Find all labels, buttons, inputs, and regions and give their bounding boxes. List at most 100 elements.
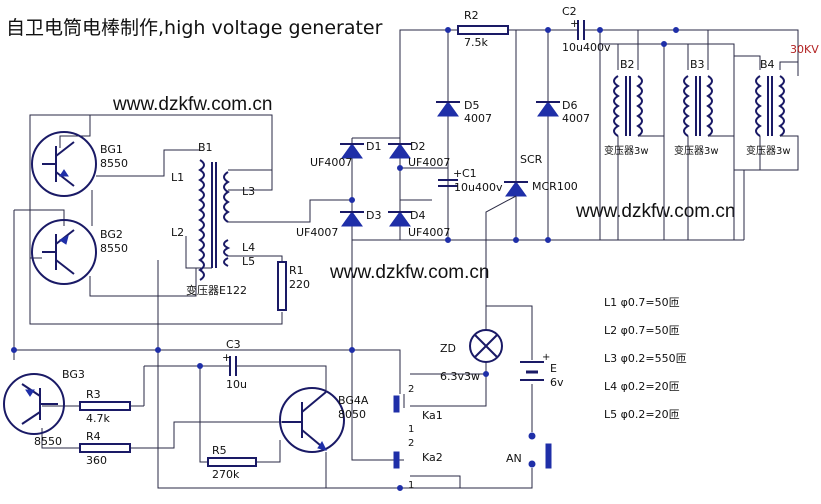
scr-mcr100: SCR MCR100	[485, 30, 578, 306]
diode-d5: D5 4007	[436, 99, 492, 125]
b1-caption: 变压器E122	[186, 283, 247, 297]
transistor-bg2: BG2 8550	[31, 219, 128, 285]
r3-value: 4.7k	[86, 412, 110, 425]
d5-type: 4007	[464, 112, 492, 125]
d2-type: UF4007	[408, 156, 450, 169]
b1-name: B1	[198, 141, 213, 154]
spec-l2: L2 φ0.7=50匝	[604, 324, 680, 337]
ka1-name: Ka1	[422, 409, 443, 422]
bg2-type: 8550	[100, 242, 128, 255]
ka1-pin-bottom: 1	[408, 424, 414, 435]
r5-name: R5	[212, 444, 227, 457]
transistor-bg1: BG1 8550	[31, 131, 128, 197]
battery-plus: +	[542, 352, 550, 363]
b1-l5: L5	[242, 255, 255, 268]
hv-transformer-b3: B3 变压器3w	[664, 29, 735, 240]
winding-spec-legend: L1 φ0.7=50匝 L2 φ0.7=50匝 L3 φ0.2=550匝 L4 …	[604, 296, 687, 421]
d6-name: D6	[562, 99, 577, 112]
r2-name: R2	[464, 9, 479, 22]
b2-name: B2	[620, 58, 635, 71]
c2-plus: +	[570, 17, 579, 30]
b1-l4: L4	[242, 241, 255, 254]
c1-name: C1	[462, 167, 477, 180]
b2-caption: 变压器3w	[604, 144, 649, 157]
c2-name: C2	[562, 5, 577, 18]
bg1-name: BG1	[100, 143, 123, 156]
transformer-b1: B1 L1 L2 L3 L4 L5 变压器E122	[171, 141, 255, 297]
r1-value: 220	[289, 278, 310, 291]
c1-value: 10u400v	[454, 181, 503, 194]
bridge-rectifier: D1 UF4007 D2 UF4007 D3 UF4007 D4 UF4007	[296, 29, 450, 356]
hv-transformer-b2: B2 变压器3w	[600, 30, 665, 240]
d4-name: D4	[410, 209, 425, 222]
relay-ka1: 2 1 Ka1	[393, 384, 443, 435]
output-voltage: 30KV	[790, 43, 819, 56]
ka2-pin-top: 2	[408, 438, 414, 449]
d5-name: D5	[464, 99, 479, 112]
d3-type: UF4007	[296, 226, 338, 239]
relay-ka2: 2 1 Ka2	[393, 438, 443, 491]
battery-name: E	[550, 362, 557, 375]
r3-name: R3	[86, 388, 101, 401]
ka2-name: Ka2	[422, 451, 443, 464]
watermark-1: www.dzkfw.com.cn	[112, 94, 272, 115]
b4-caption: 变压器3w	[746, 144, 791, 157]
resistor-r2: R2 7.5k	[448, 9, 578, 49]
ka2-pin-bottom: 1	[408, 480, 414, 491]
scr-type: MCR100	[532, 180, 578, 193]
capacitor-c2: + C2 10u400v	[562, 5, 676, 54]
d1-name: D1	[366, 140, 381, 153]
control-wiring	[14, 260, 533, 489]
d3-name: D3	[366, 209, 381, 222]
bg1-type: 8550	[100, 157, 128, 170]
b1-l3: L3	[242, 185, 255, 198]
resistor-r3: R3 4.7k	[79, 388, 131, 425]
diagram-title: 自卫电筒电棒制作,high voltage generater	[6, 17, 383, 39]
bg4-type: 8050	[338, 408, 366, 421]
d4-type: UF4007	[408, 226, 450, 239]
r1-name: R1	[289, 264, 304, 277]
capacitor-c3: + C3 10u	[222, 338, 247, 391]
battery-e: + E 6v	[520, 352, 564, 389]
scr-name: SCR	[520, 153, 543, 166]
zd-rating: 6.3v3w	[440, 370, 480, 383]
zd-name: ZD	[440, 342, 456, 355]
resistor-r5: R5 270k	[207, 444, 257, 481]
r4-value: 360	[86, 454, 107, 467]
d6-type: 4007	[562, 112, 590, 125]
bg3-name: BG3	[62, 368, 85, 381]
switch-an: AN	[506, 432, 552, 469]
resistor-r4: R4 360	[79, 430, 131, 467]
b3-name: B3	[690, 58, 705, 71]
watermark-3: www.dzkfw.com.cn	[329, 262, 489, 283]
transistor-bg4a: BG4A 8050	[279, 387, 369, 453]
battery-voltage: 6v	[550, 376, 564, 389]
an-label: AN	[506, 452, 522, 465]
c1-plus: +	[453, 167, 462, 180]
diode-d6: D6 4007	[536, 30, 590, 240]
hv-transformer-b4: B4 变压器3w 30KV	[708, 29, 819, 240]
d1-type: UF4007	[310, 156, 352, 169]
ka1-pin-top: 2	[408, 384, 414, 395]
capacitor-c1: + C1 10u400v	[438, 167, 503, 194]
r4-name: R4	[86, 430, 101, 443]
r5-value: 270k	[212, 468, 240, 481]
c3-value: 10u	[226, 378, 247, 391]
watermark-2: www.dzkfw.com.cn	[575, 201, 735, 222]
bg4-name: BG4A	[338, 394, 369, 407]
bg2-name: BG2	[100, 228, 123, 241]
r2-value: 7.5k	[464, 36, 488, 49]
resistor-r1: R1 220	[277, 261, 310, 311]
oscillator-section	[13, 114, 350, 360]
c3-name: C3	[226, 338, 241, 351]
b3-caption: 变压器3w	[674, 144, 719, 157]
junction-dots	[11, 27, 679, 491]
b4-name: B4	[760, 58, 775, 71]
spec-l5: L5 φ0.2=20匝	[604, 408, 680, 421]
spec-l1: L1 φ0.7=50匝	[604, 296, 680, 309]
lamp-zd: ZD 6.3v3w	[440, 329, 503, 383]
c3-plus: +	[222, 351, 231, 364]
b1-l2: L2	[171, 226, 184, 239]
b1-l1: L1	[171, 171, 184, 184]
